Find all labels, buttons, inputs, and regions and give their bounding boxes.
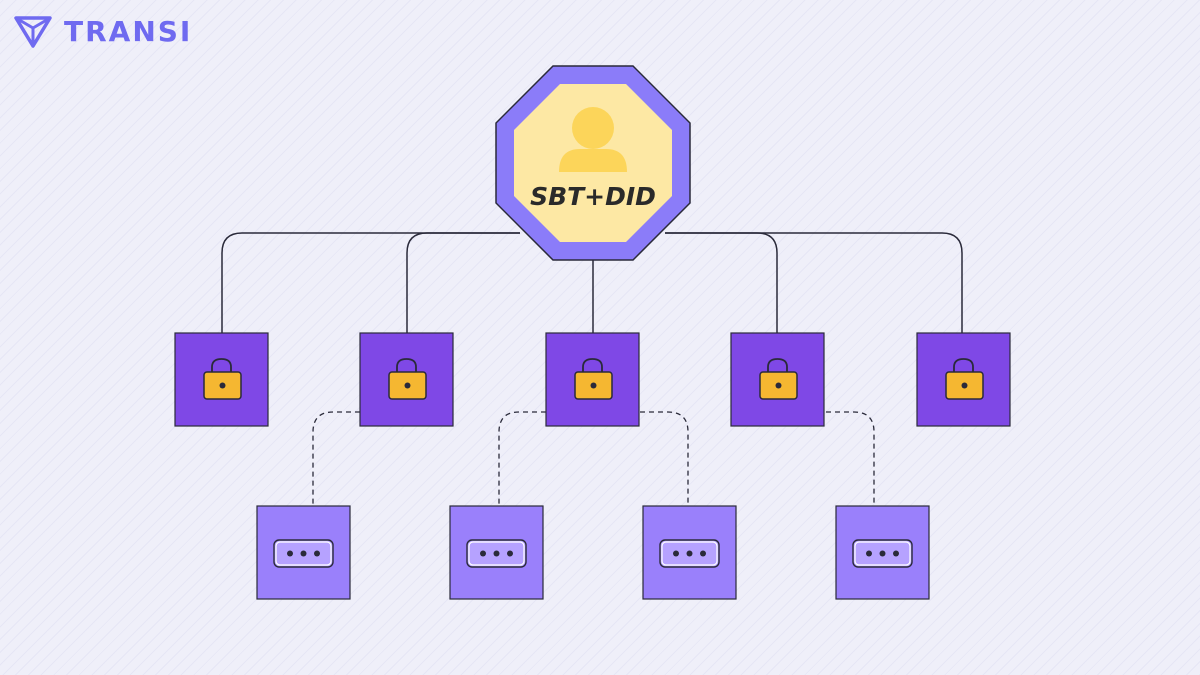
padlock-icon [203, 358, 242, 400]
connector-lock-4-item-4 [826, 411, 875, 506]
ellipsis-icon [852, 539, 913, 568]
item-node-1 [256, 505, 351, 600]
item-node-4 [835, 505, 930, 600]
connector-root-lock-2 [406, 232, 520, 333]
item-node-2 [449, 505, 544, 600]
connector-root-lock-1 [221, 232, 520, 333]
ellipsis-icon [659, 539, 720, 568]
padlock-icon [759, 358, 798, 400]
connector-root-lock-4 [665, 232, 778, 333]
lock-node-3 [545, 332, 640, 427]
brand-logo: TRANSI [14, 12, 192, 52]
root-node: SBT+DID [495, 65, 691, 261]
brand-name: TRANSI [64, 15, 193, 48]
padlock-icon [574, 358, 613, 400]
lock-node-4 [730, 332, 825, 427]
lock-nodes [174, 332, 1011, 427]
ellipsis-icon [466, 539, 527, 568]
root-label: SBT+DID [530, 182, 656, 211]
user-icon [559, 107, 627, 172]
lock-node-2 [359, 332, 454, 427]
ellipsis-icon [273, 539, 334, 568]
child-connectors [312, 411, 875, 506]
connector-lock-3-item-2 [498, 411, 546, 506]
connector-root-lock-5 [665, 232, 963, 333]
item-node-3 [642, 505, 737, 600]
padlock-icon [945, 358, 984, 400]
item-nodes [256, 505, 930, 600]
triangle-logo-icon [14, 16, 52, 48]
lock-node-1 [174, 332, 269, 427]
root-connectors [221, 232, 963, 333]
connector-lock-2-item-1 [312, 411, 360, 506]
padlock-icon [388, 358, 427, 400]
lock-node-5 [916, 332, 1011, 427]
connector-lock-3-item-3 [640, 411, 689, 506]
